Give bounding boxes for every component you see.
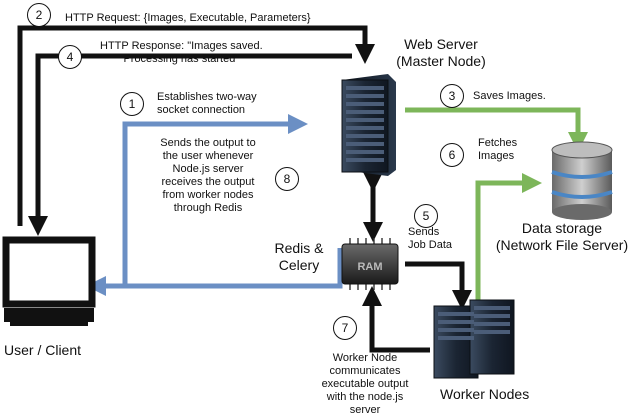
step-text-8: Sends the output to the user whenever No… — [148, 137, 268, 215]
step-text-8-line-5: from worker nodes — [162, 189, 254, 201]
step-text-6: Fetches Images — [478, 137, 517, 163]
step-text-8-line-4: receives the output — [161, 176, 255, 188]
step-text-5-line-2: Job Data — [408, 239, 453, 251]
arrow-send-job — [405, 261, 472, 310]
redis-celery-label: Redis & Celery — [262, 240, 336, 274]
step-badge-6: 6 — [440, 143, 464, 167]
data-storage-icon — [551, 141, 613, 220]
step-text-7-line-4: with the node.js — [326, 391, 404, 403]
web-server-label: Web Server (Master Node) — [376, 36, 506, 70]
step-text-7-line-2: communicates — [329, 365, 401, 377]
web-server-icon — [341, 74, 396, 176]
step-text-7-line-1: Worker Node — [332, 352, 398, 364]
step-text-1-line-1: Establishes two-way — [157, 91, 257, 103]
step-text-3: Saves Images. — [473, 90, 546, 102]
arrow-output-to-user — [86, 248, 343, 296]
step-text-7-line-5: server — [349, 404, 381, 416]
worker-nodes-label: Worker Nodes — [440, 386, 530, 402]
redis-celery-label-line-1: Redis & — [274, 240, 324, 256]
client-monitor-icon — [2, 236, 96, 326]
arrow-worker-output — [362, 286, 430, 353]
step-text-4: HTTP Response: "Images saved. Processing… — [100, 40, 263, 66]
step-text-7-line-3: executable output — [321, 378, 409, 390]
arrow-save-images — [405, 107, 588, 152]
step-text-8-line-6: through Redis — [173, 202, 243, 214]
worker-nodes-icon — [433, 299, 515, 379]
step-text-7: Worker Node communicates executable outp… — [300, 352, 430, 417]
user-client-label: User / Client — [4, 342, 82, 358]
step-text-6-line-1: Fetches — [478, 137, 518, 149]
step-badge-4: 4 — [58, 45, 82, 69]
arrow-fetch-images — [475, 173, 542, 312]
step-text-5: Sends Job Data — [408, 226, 452, 252]
step-badge-5: 5 — [414, 204, 438, 228]
arrow-socket — [122, 114, 308, 286]
web-server-label-line-2: (Master Node) — [396, 53, 486, 69]
step-badge-2: 2 — [27, 3, 51, 27]
step-text-4-line-2: Processing has started" — [123, 53, 240, 65]
step-text-8-line-2: the user whenever — [162, 150, 254, 162]
step-badge-1: 1 — [120, 92, 144, 116]
arrow-http-response-line — [28, 53, 352, 236]
step-text-4-line-1: HTTP Response: "Images saved. — [100, 40, 263, 52]
step-badge-3: 3 — [440, 84, 464, 108]
step-text-8-line-3: Node.js server — [172, 163, 244, 175]
step-badge-7: 7 — [333, 316, 357, 340]
data-storage-label-line-2: (Network File Server) — [495, 237, 629, 253]
web-server-label-line-1: Web Server — [404, 36, 478, 52]
ram-chip-label: RAM — [357, 261, 382, 273]
step-text-8-line-1: Sends the output to — [160, 137, 256, 149]
data-storage-label-line-1: Data storage — [521, 220, 603, 236]
redis-celery-label-line-2: Celery — [278, 257, 320, 273]
ram-chip-icon: RAM — [341, 238, 399, 290]
step-text-1: Establishes two-way socket connection — [157, 91, 257, 117]
data-storage-label: Data storage (Network File Server) — [482, 220, 640, 254]
step-text-6-line-2: Images — [478, 150, 515, 162]
step-badge-8: 8 — [275, 167, 299, 191]
arrow-http-request — [17, 25, 375, 226]
step-text-5-line-1: Sends — [408, 226, 440, 238]
step-text-1-line-2: socket connection — [157, 104, 246, 116]
step-text-2: HTTP Request: {Images, Executable, Param… — [65, 12, 311, 24]
